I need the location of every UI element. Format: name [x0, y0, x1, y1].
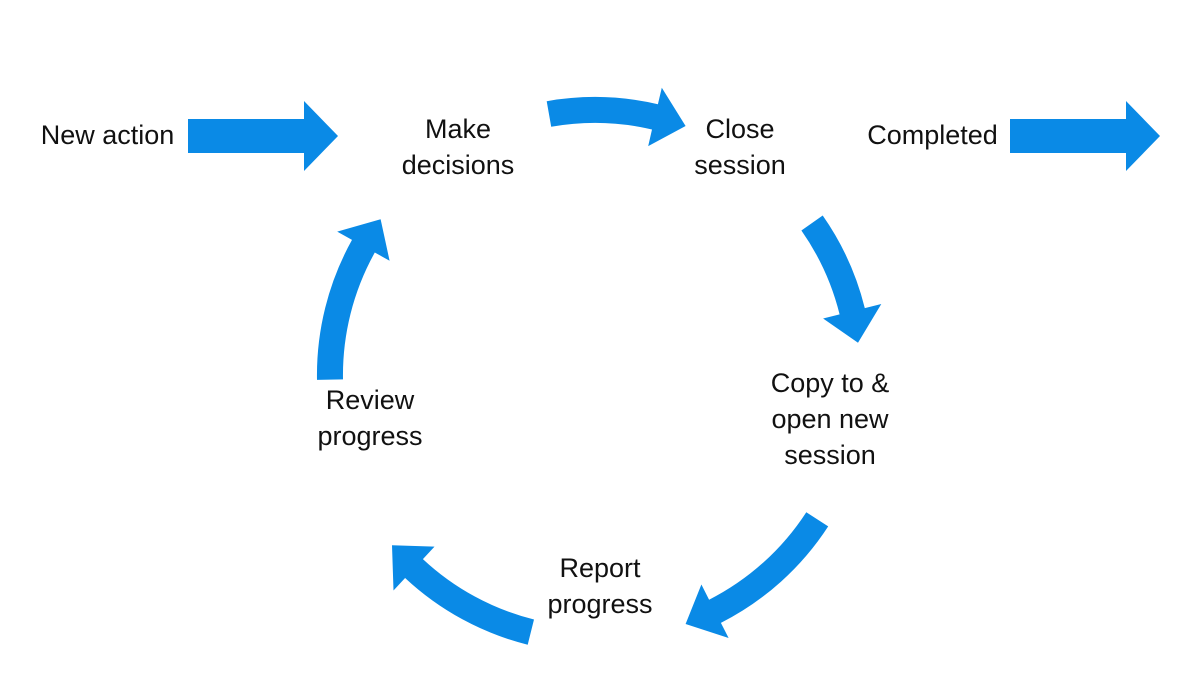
node-make-decisions: Make decisions [378, 111, 538, 183]
node-report-progress-line-1: Report [559, 553, 641, 583]
node-copy-open-session-line-1: Copy to & [770, 368, 890, 398]
node-copy-open-session-line-3: session [784, 440, 876, 470]
node-close-session-line-1: Close [705, 114, 775, 144]
node-review-progress-line-2: progress [317, 421, 423, 451]
node-new-action: New action [20, 117, 195, 153]
arrow-group [188, 87, 1160, 645]
node-copy-open-session: Copy to & open new session [745, 365, 915, 473]
node-review-progress: Review progress [290, 382, 450, 454]
arrow-review-to-make [316, 219, 390, 380]
node-completed: Completed [850, 117, 1015, 153]
node-completed-line: Completed [867, 120, 998, 150]
node-make-decisions-line-2: decisions [401, 150, 515, 180]
node-close-session: Close session [670, 111, 810, 183]
arrow-new-action [188, 101, 338, 171]
node-close-session-line-2: session [694, 150, 786, 180]
arrow-copy-to-report [685, 512, 829, 638]
node-report-progress: Report progress [525, 550, 675, 622]
arrow-close-to-copy [801, 215, 882, 343]
node-make-decisions-line-1: Make [424, 114, 492, 144]
node-report-progress-line-2: progress [547, 589, 653, 619]
arrow-make-to-close [546, 87, 686, 147]
node-review-progress-line-1: Review [325, 385, 415, 415]
node-copy-open-session-line-2: open new [771, 404, 889, 434]
arrow-completed [1010, 101, 1160, 171]
arrow-report-to-review [392, 545, 534, 645]
node-new-action-line: New action [40, 120, 175, 150]
